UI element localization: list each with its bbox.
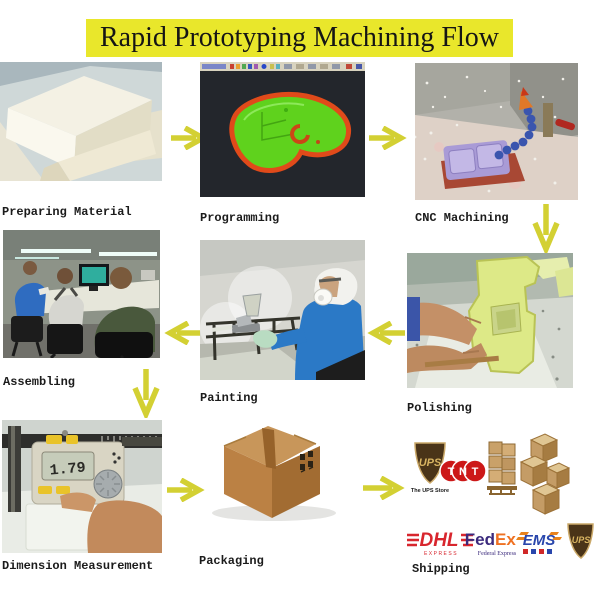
page-title: Rapid Prototyping Machining Flow	[100, 22, 499, 53]
photo-packaging	[202, 420, 347, 522]
label-packaging: Packaging	[199, 554, 264, 568]
label-polishing: Polishing	[407, 401, 472, 415]
flow-arrow-right-2-icon	[368, 125, 408, 151]
label-dimension-measurement: Dimension Measurement	[2, 559, 154, 573]
svg-text:DHL: DHL	[419, 530, 458, 551]
label-painting: Painting	[200, 391, 258, 405]
box-pile-illustration	[519, 433, 571, 515]
label-preparing-material: Preparing Material	[2, 205, 132, 219]
photo-dimension-measurement: 1.79	[2, 420, 162, 553]
photo-shipping-logos: UPS The UPS Store T N T	[405, 428, 600, 563]
svg-text:Ex: Ex	[495, 530, 516, 549]
photo-assembling	[3, 230, 160, 358]
label-programming: Programming	[200, 211, 280, 225]
ems-logo: EMS	[516, 532, 562, 554]
svg-text:T: T	[472, 466, 479, 478]
flow-arrow-down-1-icon	[532, 203, 560, 257]
ups-store-caption: The UPS Store	[411, 488, 449, 494]
photo-programming	[200, 62, 365, 197]
svg-text:UPS: UPS	[419, 457, 442, 469]
flow-arrow-right-3-icon	[166, 477, 206, 503]
pallet-boxes-illustration	[487, 441, 517, 495]
fedex-caption: Federal Express	[478, 551, 517, 557]
photo-painting	[200, 240, 365, 380]
ups-shield-small: UPS	[567, 523, 594, 559]
caliper-reading: 1.79	[49, 459, 86, 479]
title-banner: Rapid Prototyping Machining Flow	[86, 19, 513, 57]
ups-logo: UPS The UPS Store	[411, 442, 449, 494]
flow-arrow-right-4-icon	[362, 475, 406, 501]
label-assembling: Assembling	[3, 375, 76, 389]
svg-text:EMS: EMS	[523, 532, 556, 549]
svg-text:Fed: Fed	[465, 530, 495, 549]
flow-arrow-left-1-icon	[163, 320, 203, 346]
photo-cnc-machining	[415, 63, 578, 200]
photo-preparing-material	[0, 62, 162, 181]
flow-arrow-down-2-icon	[132, 368, 160, 422]
tnt-logo: T N T	[439, 459, 487, 483]
photo-polishing	[407, 253, 573, 388]
dhl-express-caption: EXPRESS	[424, 551, 458, 557]
label-cnc-machining: CNC Machining	[415, 211, 509, 225]
fedex-logo: Fed Ex Federal Express	[465, 530, 517, 557]
svg-text:N: N	[459, 466, 467, 478]
svg-text:T: T	[448, 466, 455, 478]
svg-text:UPS: UPS	[572, 535, 591, 545]
dhl-logo: DHL EXPRESS	[407, 530, 473, 557]
flow-arrow-left-2-icon	[366, 320, 406, 346]
label-shipping: Shipping	[412, 562, 470, 576]
